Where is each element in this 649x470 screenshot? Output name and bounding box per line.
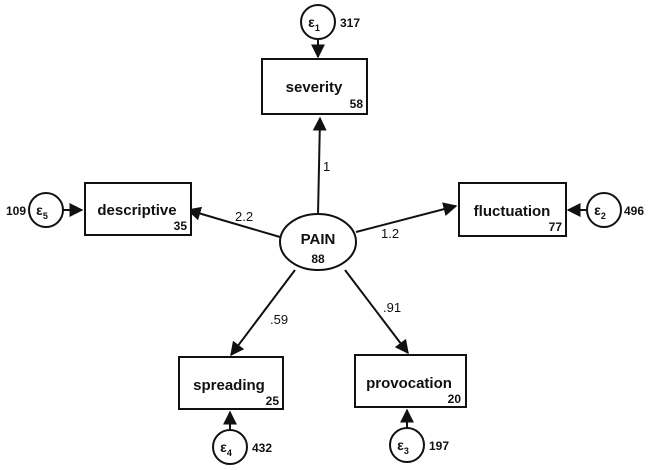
path-pain-to-descriptive	[186, 206, 281, 238]
indicator-spreading: spreading 25	[178, 356, 284, 410]
path-pain-to-spreading	[230, 269, 296, 357]
error-term-3: ε3 197	[389, 427, 449, 463]
error-variance: 432	[252, 441, 272, 455]
indicator-name: severity	[286, 79, 343, 96]
indicator-intercept: 25	[266, 394, 280, 408]
indicator-name: descriptive	[97, 202, 176, 219]
error-symbol: ε2	[594, 202, 606, 221]
indicator-intercept: 20	[448, 392, 462, 406]
latent-node-pain: PAIN 88	[279, 213, 357, 271]
error-variance: 109	[6, 204, 26, 218]
indicator-descriptive: descriptive 35	[84, 182, 192, 236]
indicator-fluctuation: fluctuation 77	[458, 182, 567, 237]
error-term-2: ε2 496	[586, 192, 644, 228]
error-variance: 197	[429, 439, 449, 453]
latent-variance: 88	[311, 252, 325, 266]
error-term-5: ε5 109	[6, 192, 64, 228]
indicator-provocation: provocation 20	[354, 354, 467, 408]
loading-spreading: .59	[270, 312, 288, 327]
error-variance: 496	[624, 204, 644, 218]
loading-provocation: .91	[383, 300, 401, 315]
indicator-name: fluctuation	[474, 203, 551, 220]
loading-severity: 1	[323, 159, 330, 174]
error-symbol: ε1	[308, 14, 320, 33]
error-symbol: ε5	[36, 202, 48, 221]
error-term-1: ε1 317	[300, 4, 360, 40]
loading-fluctuation: 1.2	[381, 226, 399, 241]
error-variance: 317	[340, 16, 360, 30]
path-pain-to-provocation	[344, 269, 409, 355]
indicator-intercept: 58	[350, 97, 364, 111]
indicator-name: spreading	[193, 377, 265, 394]
error-term-4: ε4 432	[212, 429, 272, 465]
path-pain-to-fluctuation	[355, 202, 458, 233]
error-symbol: ε3	[397, 437, 409, 456]
indicator-intercept: 35	[174, 219, 188, 233]
loading-descriptive: 2.2	[235, 209, 253, 224]
path-pain-to-severity	[312, 116, 327, 216]
indicator-intercept: 77	[549, 220, 563, 234]
latent-name: PAIN	[301, 231, 336, 248]
indicator-name: provocation	[366, 375, 452, 392]
indicator-severity: severity 58	[261, 58, 368, 115]
error-symbol: ε4	[220, 439, 232, 458]
